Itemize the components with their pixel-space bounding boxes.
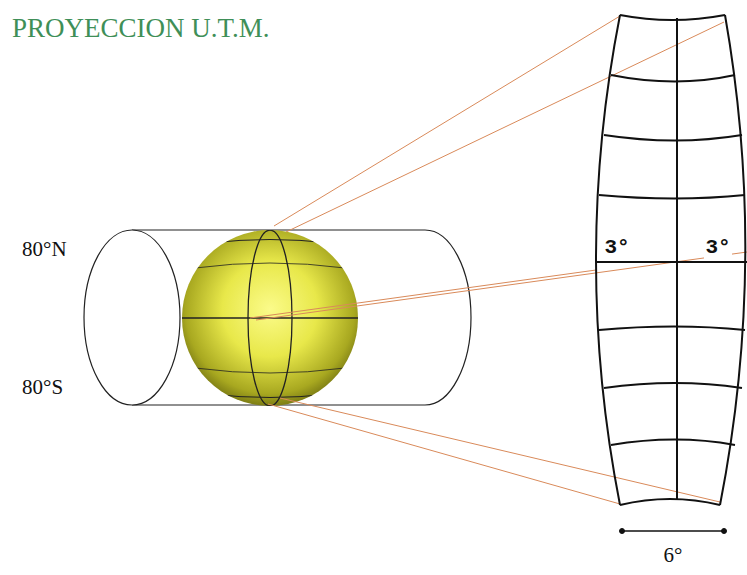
projection-rays [250,16,747,504]
utm-zone-strip [596,15,747,505]
half-zone-width: 3° [603,236,630,259]
width-dimension [620,529,727,534]
title: PROYECCION U.T.M. [12,14,270,44]
latitude-label: 80°N [22,238,67,261]
latitude-label: 80°S [22,376,63,399]
half-zone-width: 3° [704,236,731,259]
zone-width: 6° [664,544,683,567]
